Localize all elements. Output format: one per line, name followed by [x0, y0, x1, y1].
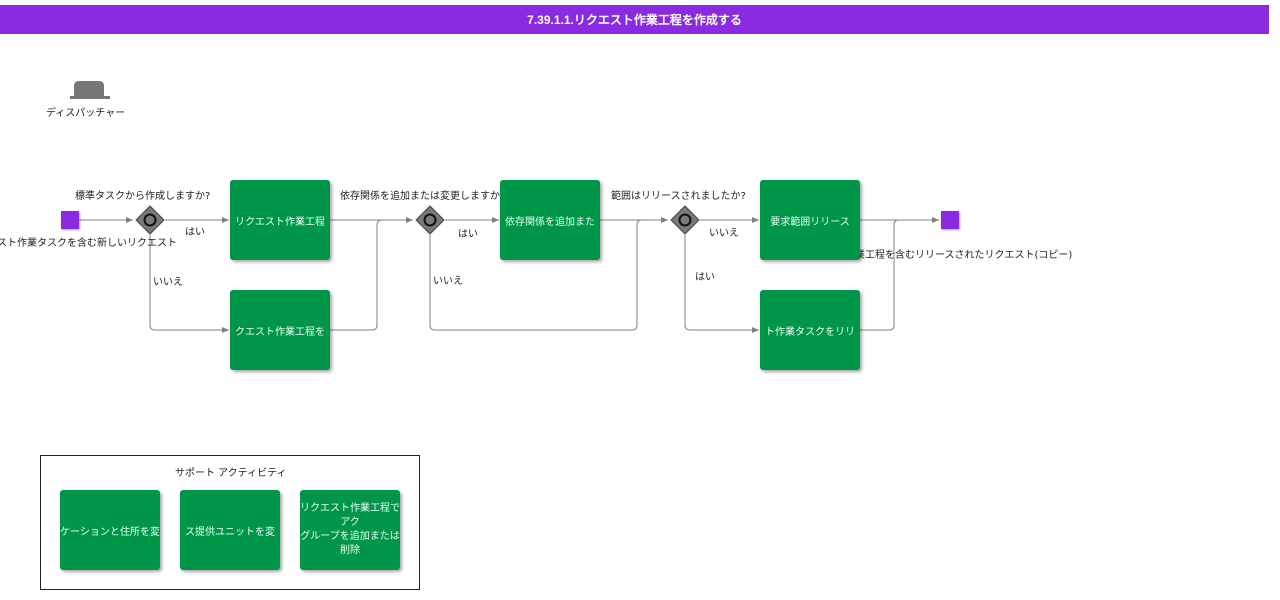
task-release-scope[interactable]: 要求範囲リリース: [760, 180, 860, 260]
task-label: クエスト作業工程を: [235, 326, 325, 338]
support-task-add-remove-group[interactable]: リクエスト作業工程でアク グループを追加または削除: [300, 490, 400, 570]
end-event[interactable]: [941, 211, 959, 229]
gateway-yes-label: はい: [185, 227, 205, 238]
role-hat-icon: [70, 81, 110, 99]
task-label: リクエスト作業工程: [235, 216, 325, 228]
gateway-question: 範囲はリリースされましたか?: [611, 191, 746, 202]
task-label: 要求範囲リリース: [770, 216, 850, 228]
task-create-request-workflow-manual[interactable]: クエスト作業工程を: [230, 290, 330, 370]
start-event-label: スト作業タスクを含む新しいリクエスト: [0, 238, 177, 249]
task-create-request-workflow[interactable]: リクエスト作業工程: [230, 180, 330, 260]
support-activities-group: [40, 455, 420, 590]
support-title: サポート アクティビティ: [175, 468, 287, 479]
support-task-change-location[interactable]: ケーションと住所を変: [60, 490, 160, 570]
gateway-icon[interactable]: [415, 205, 445, 235]
gateway-question: 依存関係を追加または変更しますか?: [340, 191, 506, 202]
task-label: 依存関係を追加また: [505, 216, 595, 228]
gateway-no-label: いいえ: [153, 277, 183, 288]
start-event[interactable]: [61, 211, 79, 229]
gateway-question: 標準タスクから作成しますか?: [75, 191, 211, 202]
gateway-yes-label: はい: [695, 272, 715, 283]
task-label: ト作業タスクをリリ: [765, 326, 855, 338]
gateway-icon[interactable]: [670, 205, 700, 235]
diagram-title-bar: 7.39.1.1.リクエスト作業工程を作成する: [0, 5, 1269, 34]
gateway-no-label: いいえ: [433, 276, 463, 287]
gateway-icon[interactable]: [135, 205, 165, 235]
task-release-work-tasks[interactable]: ト作業タスクをリリ: [760, 290, 860, 370]
task-add-dependency[interactable]: 依存関係を追加また: [500, 180, 600, 260]
task-label: ケーションと住所を変: [60, 526, 160, 538]
role-label: ディスパッチャー: [46, 108, 126, 119]
gateway-no-label: いいえ: [709, 228, 739, 239]
task-label-line2: グループを追加または削除: [300, 531, 400, 556]
end-event-label: 業工程を含むリリースされたリクエスト(コピー): [855, 250, 1073, 261]
task-label: ス提供ユニットを変: [185, 526, 275, 538]
diagram-title: 7.39.1.1.リクエスト作業工程を作成する: [527, 13, 742, 27]
gateway-yes-label: はい: [458, 229, 478, 240]
task-label-line1: リクエスト作業工程でアク: [300, 503, 400, 528]
support-task-change-service-unit[interactable]: ス提供ユニットを変: [180, 490, 280, 570]
